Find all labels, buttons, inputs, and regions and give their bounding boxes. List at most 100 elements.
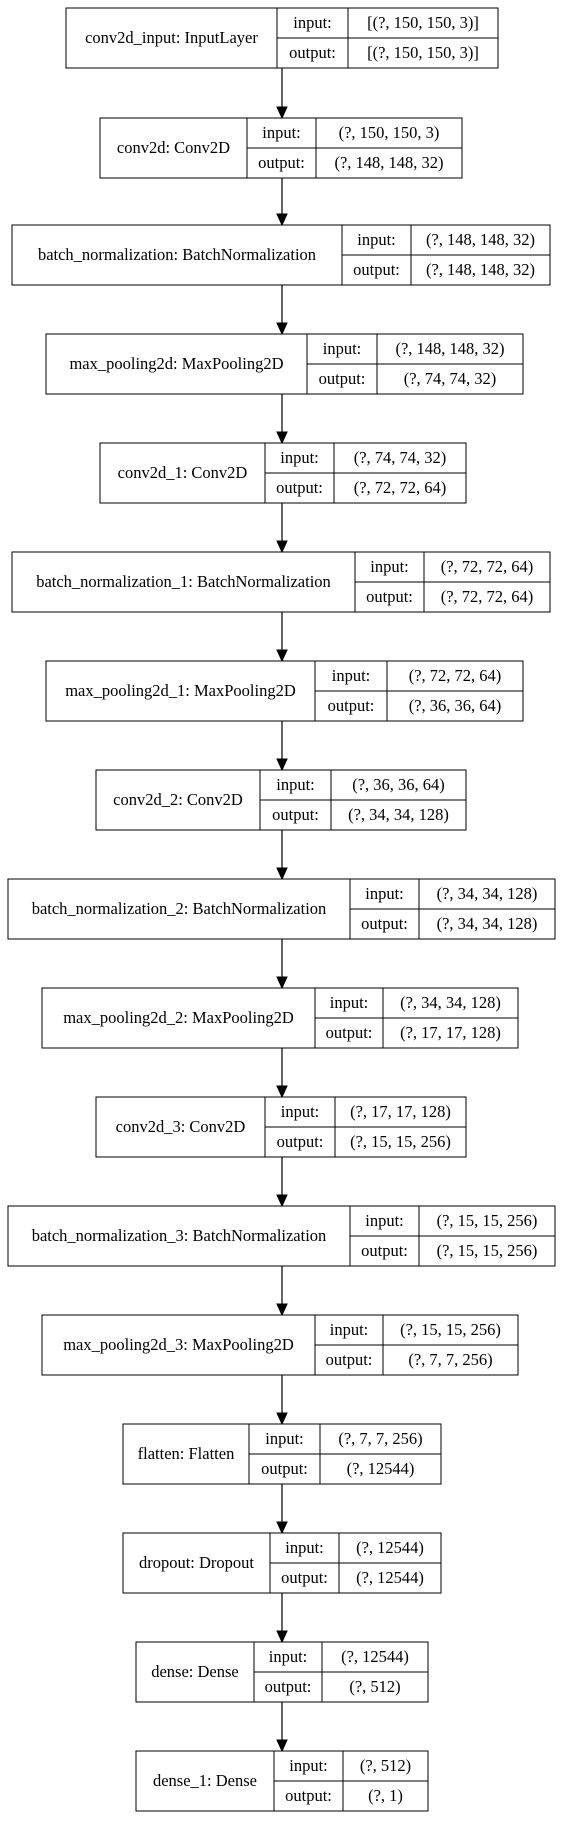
input-shape: (?, 74, 74, 32) [354, 448, 447, 467]
layer-node-max-pooling2d: max_pooling2d: MaxPooling2Dinput:output:… [45, 333, 524, 395]
output-shape: (?, 512) [349, 1677, 400, 1696]
input-shape: (?, 148, 148, 32) [395, 339, 504, 358]
input-label: input: [285, 1538, 324, 1557]
layer-title: max_pooling2d_3: MaxPooling2D [63, 1335, 294, 1354]
input-label: input: [330, 1320, 369, 1339]
edge-arrow [276, 1266, 288, 1317]
edge-arrow [276, 178, 288, 227]
output-shape: (?, 7, 7, 256) [408, 1350, 492, 1369]
layer-node-max-pooling2d-2: max_pooling2d_2: MaxPooling2Dinput:outpu… [41, 987, 519, 1049]
output-label: output: [289, 43, 336, 62]
input-shape: (?, 34, 34, 128) [400, 993, 501, 1012]
edge-arrow [276, 721, 288, 772]
edge-arrow [276, 1048, 288, 1099]
output-label: output: [361, 914, 408, 933]
input-label: input: [365, 884, 404, 903]
layer-node-conv2d-input: conv2d_input: InputLayerinput:output:[(?… [65, 7, 499, 69]
output-label: output: [258, 153, 305, 172]
input-label: input: [276, 775, 315, 794]
input-shape: (?, 148, 148, 32) [426, 230, 535, 249]
input-shape: (?, 72, 72, 64) [441, 557, 534, 576]
output-shape: (?, 148, 148, 32) [426, 260, 535, 279]
input-shape: (?, 72, 72, 64) [409, 666, 502, 685]
input-label: input: [365, 1211, 404, 1230]
layer-node-max-pooling2d-3: max_pooling2d_3: MaxPooling2D input: outpu… [41, 1314, 519, 1376]
layer-title: conv2d: Conv2D [117, 138, 230, 157]
edge-arrow [276, 1157, 288, 1208]
layer-node-batch-normalization-3: batch_normalization_3: BatchNormalizatio… [7, 1205, 556, 1267]
output-label: output: [281, 1568, 328, 1587]
output-shape: (?, 36, 36, 64) [409, 696, 502, 715]
input-label: input: [357, 230, 396, 249]
output-shape: (?, 148, 148, 32) [334, 153, 443, 172]
output-shape: (?, 12544) [347, 1459, 415, 1478]
edge-arrow [276, 394, 288, 445]
layer-node-max-pooling2d-1: max_pooling2d_1: MaxPooling2Dinput:outpu… [45, 660, 524, 722]
input-label: input: [289, 1756, 328, 1775]
layer-title: dense: Dense [151, 1662, 239, 1681]
output-label: output: [361, 1241, 408, 1260]
output-shape: (?, 15, 15, 256) [350, 1132, 451, 1151]
input-label: input: [265, 1429, 304, 1448]
layer-node-conv2d-1: conv2d_1: Conv2D input: output: (?, 74, 74,… [99, 442, 467, 504]
edge-arrow [276, 503, 288, 554]
layer-box [7, 1205, 556, 1267]
input-shape: (?, 17, 17, 128) [350, 1102, 451, 1121]
layer-title: max_pooling2d_1: MaxPooling2D [65, 681, 296, 700]
input-label: input: [293, 13, 332, 32]
layer-title: flatten: Flatten [138, 1444, 235, 1463]
output-shape: (?, 17, 17, 128) [400, 1023, 501, 1042]
edge-arrow [276, 939, 288, 990]
layer-title: max_pooling2d_2: MaxPooling2D [63, 1008, 294, 1027]
layer-node-batch-normalization-2: batch_normalization_2: BatchNormalizatio… [7, 878, 556, 940]
input-label: input: [370, 557, 409, 576]
input-shape: (?, 512) [360, 1756, 411, 1775]
edge-arrow [276, 1484, 288, 1535]
layer-node-dropout: dropout: Dropout input: output: (?, 12544) (… [122, 1532, 442, 1594]
layer-title: dropout: Dropout [139, 1553, 254, 1572]
output-label: output: [261, 1459, 308, 1478]
layer-title: batch_normalization_3: BatchNormalizatio… [32, 1226, 327, 1245]
output-shape: (?, 72, 72, 64) [354, 478, 447, 497]
output-label: output: [326, 1350, 373, 1369]
edge-arrow [276, 1702, 288, 1753]
layer-title: max_pooling2d: MaxPooling2D [69, 354, 283, 373]
output-label: output: [265, 1677, 312, 1696]
layer-title: conv2d_1: Conv2D [118, 463, 248, 482]
layer-title: batch_normalization: BatchNormalization [38, 245, 316, 264]
edge-arrow [276, 1593, 288, 1644]
layer-title: dense_1: Dense [153, 1771, 257, 1790]
edge-arrow [276, 612, 288, 663]
output-label: output: [366, 587, 413, 606]
output-shape: (?, 74, 74, 32) [404, 369, 497, 388]
input-label: input: [281, 1102, 320, 1121]
input-shape: (?, 36, 36, 64) [352, 775, 445, 794]
output-shape: (?, 34, 34, 128) [348, 805, 449, 824]
edge-arrow [276, 68, 288, 120]
output-shape: (?, 12544) [356, 1568, 424, 1587]
input-shape: (?, 12544) [356, 1538, 424, 1557]
edge-arrow [276, 830, 288, 881]
output-shape: [(?, 150, 150, 3)] [367, 43, 479, 62]
layer-title: conv2d_3: Conv2D [116, 1117, 246, 1136]
layer-title: conv2d_2: Conv2D [113, 790, 243, 809]
edge-arrow [276, 285, 288, 336]
output-label: output: [276, 478, 323, 497]
input-shape: (?, 7, 7, 256) [338, 1429, 422, 1448]
output-shape: (?, 34, 34, 128) [437, 914, 538, 933]
input-shape: (?, 150, 150, 3) [339, 123, 440, 142]
input-label: input: [280, 448, 319, 467]
output-shape: (?, 72, 72, 64) [441, 587, 534, 606]
input-label: input: [332, 666, 371, 685]
edges [276, 68, 288, 1753]
input-shape: (?, 15, 15, 256) [437, 1211, 538, 1230]
output-label: output: [353, 260, 400, 279]
output-shape: (?, 1) [368, 1786, 403, 1805]
layer-node-flatten: flatten: Flatten input: output: (?, 7, 7, 2… [122, 1423, 442, 1485]
